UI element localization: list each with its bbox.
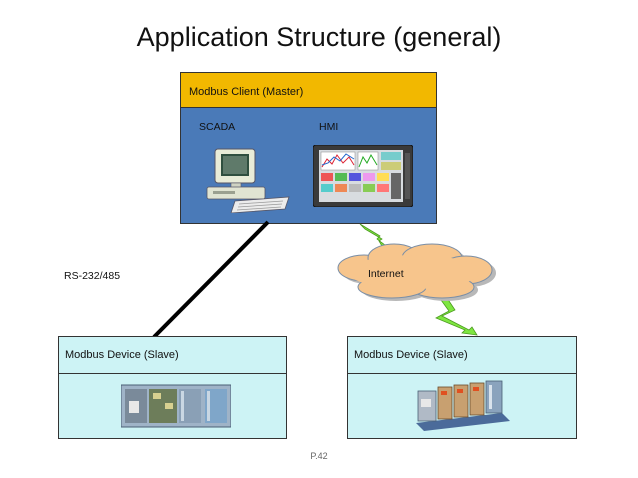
master-header: Modbus Client (Master) xyxy=(181,73,436,108)
serial-line xyxy=(152,220,270,339)
slave-box-left: Modbus Device (Slave) xyxy=(58,336,287,439)
slide-title: Application Structure (general) xyxy=(136,22,502,52)
io-module-icon xyxy=(416,380,510,431)
slave-box-right: Modbus Device (Slave) xyxy=(347,336,577,439)
cloud-icon xyxy=(337,243,496,301)
hmi-panel-icon xyxy=(313,145,413,207)
internet-label: Internet xyxy=(368,268,404,280)
scada-label: SCADA xyxy=(199,121,236,133)
computer-icon xyxy=(206,148,290,213)
master-box: Modbus Client (Master) SCADA HMI xyxy=(180,72,437,224)
slave-header: Modbus Device (Slave) xyxy=(348,337,576,374)
serial-label: RS-232/485 xyxy=(64,270,121,282)
page-number: P.42 xyxy=(310,451,328,461)
slave-header: Modbus Device (Slave) xyxy=(59,337,286,374)
io-module-icon xyxy=(121,384,231,428)
lightning-icon xyxy=(435,297,478,336)
hmi-label: HMI xyxy=(319,121,339,133)
